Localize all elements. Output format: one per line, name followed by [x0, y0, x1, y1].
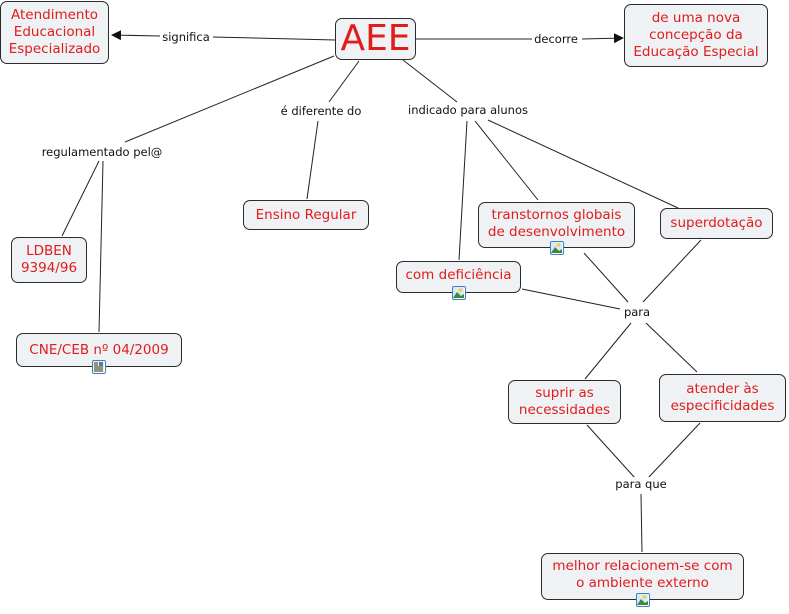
- linking-phrase-indicado[interactable]: indicado para alunos: [406, 103, 530, 117]
- link-aee-indicado: [402, 59, 458, 103]
- concept-superdotacao[interactable]: superdotação: [660, 208, 773, 239]
- link-decorre-nova: [581, 33, 624, 44]
- concept-label: superdotação: [670, 215, 763, 231]
- link-diferente-ensino: [306, 120, 319, 200]
- link-atender-paraque: [647, 422, 701, 479]
- link-regulamentado-ldben: [61, 160, 100, 237]
- link-suprir-paraque: [586, 424, 636, 479]
- link-transtornos-para: [583, 252, 629, 303]
- concept-atender-as-especificidades[interactable]: atender às especificidades: [659, 374, 786, 422]
- link-indicado-deficiencia: [458, 120, 468, 261]
- link-aee-diferente: [328, 60, 360, 103]
- concept-label: melhor relacionem-se com o ambiente exte…: [552, 558, 733, 591]
- concept-label: CNE/CEB nº 04/2009: [29, 341, 169, 358]
- link-significa-atendimento: [111, 30, 161, 41]
- concept-ldben[interactable]: LDBEN 9394/96: [11, 237, 87, 283]
- link-regulamentado-cne: [98, 160, 104, 333]
- link-aee-significa: [212, 36, 336, 41]
- concept-transtornos-globais[interactable]: transtornos globais de desenvolvimento: [478, 202, 635, 255]
- concept-label: suprir as necessidades: [518, 385, 611, 418]
- concept-label: Atendimento Educacional Especializado: [8, 7, 101, 57]
- link-superdotacao-para: [642, 239, 702, 303]
- linking-phrase-decorre[interactable]: decorre: [532, 32, 580, 46]
- concept-label: AEE: [340, 18, 411, 59]
- concept-label: de uma nova concepção da Educação Especi…: [633, 10, 759, 60]
- concept-label: transtornos globais de desenvolvimento: [487, 207, 626, 240]
- concept-label: atender às especificidades: [670, 381, 775, 414]
- image-icon[interactable]: [549, 241, 564, 255]
- link-deficiencia-para: [521, 288, 621, 310]
- linking-phrase-para-que[interactable]: para que: [613, 477, 669, 491]
- image-icon[interactable]: [635, 593, 650, 607]
- linking-phrase-significa[interactable]: significa: [160, 30, 212, 44]
- concept-nova-concepcao[interactable]: de uma nova concepção da Educação Especi…: [624, 4, 768, 67]
- linking-phrase-diferente[interactable]: é diferente do: [278, 104, 364, 118]
- concept-aee[interactable]: AEE: [335, 18, 416, 60]
- concept-label: Ensino Regular: [255, 206, 357, 223]
- link-para-suprir: [584, 322, 632, 380]
- link-paraque-melhor: [640, 493, 643, 553]
- linking-phrase-regulamentado[interactable]: regulamentado pel@: [39, 145, 165, 159]
- concept-com-deficiencia[interactable]: com deficiência: [396, 261, 521, 300]
- concept-label: com deficiência: [405, 266, 512, 283]
- concept-suprir-as-necessidades[interactable]: suprir as necessidades: [508, 380, 621, 424]
- concept-atendimento-educacional-especializado[interactable]: Atendimento Educacional Especializado: [0, 1, 109, 64]
- concept-label: LDBEN 9394/96: [20, 243, 78, 276]
- link-indicado-transtornos: [474, 120, 539, 201]
- link-para-atender: [645, 322, 698, 373]
- image-icon[interactable]: [451, 286, 466, 300]
- concept-cne-ceb[interactable]: CNE/CEB nº 04/2009: [16, 333, 182, 374]
- link-aee-regulamentado: [124, 55, 335, 143]
- link-indicado-superdotacao: [487, 119, 679, 209]
- linking-phrase-para[interactable]: para: [621, 305, 653, 319]
- concept-melhor-relacionem[interactable]: melhor relacionem-se com o ambiente exte…: [541, 553, 744, 607]
- concept-ensino-regular[interactable]: Ensino Regular: [243, 200, 369, 230]
- document-icon[interactable]: [92, 360, 106, 374]
